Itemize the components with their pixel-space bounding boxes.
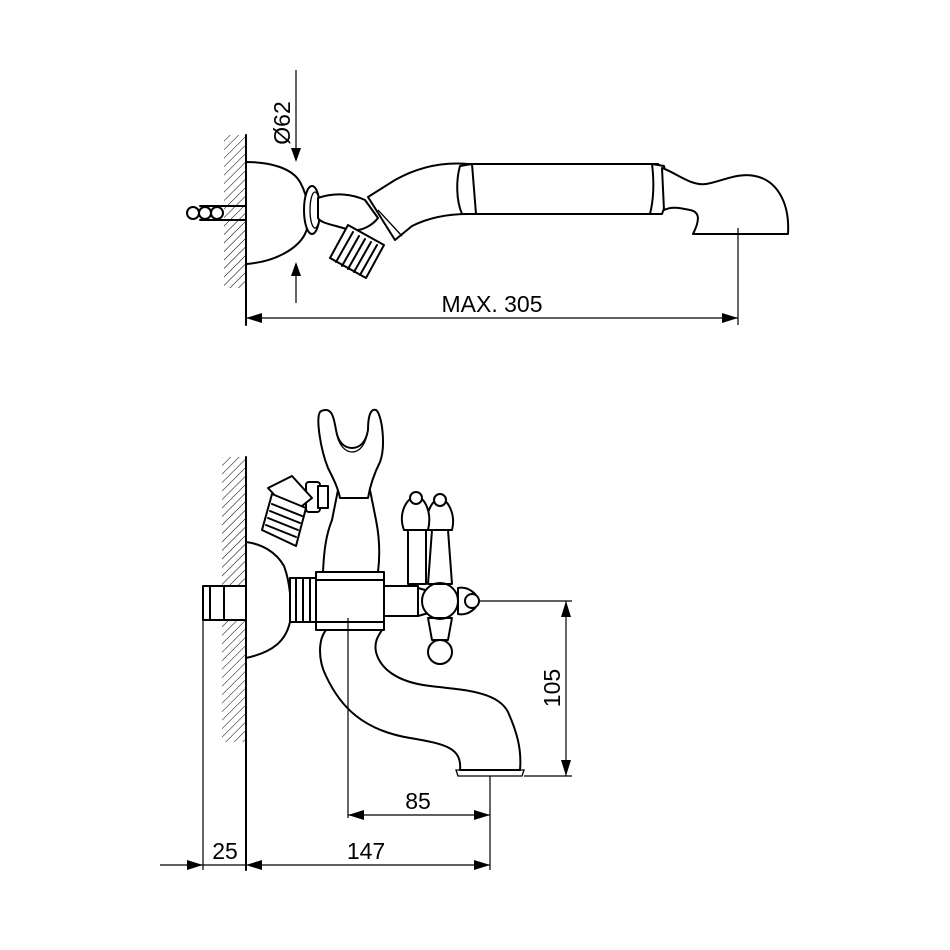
- escutcheon: [245, 541, 292, 659]
- front-view-bath-mixer: 105 85 25 147: [160, 408, 572, 871]
- hose-outlet: [261, 475, 313, 547]
- wall-offset-dimension: 25: [160, 620, 246, 870]
- max-length-label: MAX. 305: [442, 291, 543, 317]
- projection-label: 147: [347, 838, 385, 864]
- wall-screw: [186, 205, 251, 221]
- diameter-dimension: Ø62: [269, 70, 301, 303]
- max-length-dimension: MAX. 305: [246, 228, 739, 325]
- hose-ribbed-nut: [329, 224, 385, 279]
- height-label: 105: [539, 669, 565, 707]
- hose-connector: [317, 193, 379, 232]
- wall-bracket: [245, 161, 310, 265]
- top-view-hand-shower: Ø62 MAX. 305: [186, 70, 790, 326]
- hand-shower-neck: [367, 162, 469, 241]
- height-dimension: 105: [478, 600, 572, 777]
- wall-nut: [202, 585, 247, 621]
- shower-cradle: [317, 408, 384, 499]
- wall-offset-label: 25: [212, 838, 238, 864]
- diverter-column: [322, 489, 381, 573]
- diameter-label: Ø62: [269, 101, 295, 144]
- reach-dimension: 85: [348, 776, 491, 870]
- swivel-disc: [303, 185, 321, 235]
- mixer-body: [315, 571, 385, 631]
- hand-shower-handle: [456, 163, 668, 215]
- reach-label: 85: [405, 788, 431, 814]
- spout: [319, 629, 522, 771]
- connecting-nut: [289, 577, 317, 623]
- projection-dimension: 147: [246, 838, 490, 870]
- cross-handle: [400, 491, 480, 665]
- top-wall-hatch: [224, 135, 246, 288]
- shower-head: [661, 167, 790, 235]
